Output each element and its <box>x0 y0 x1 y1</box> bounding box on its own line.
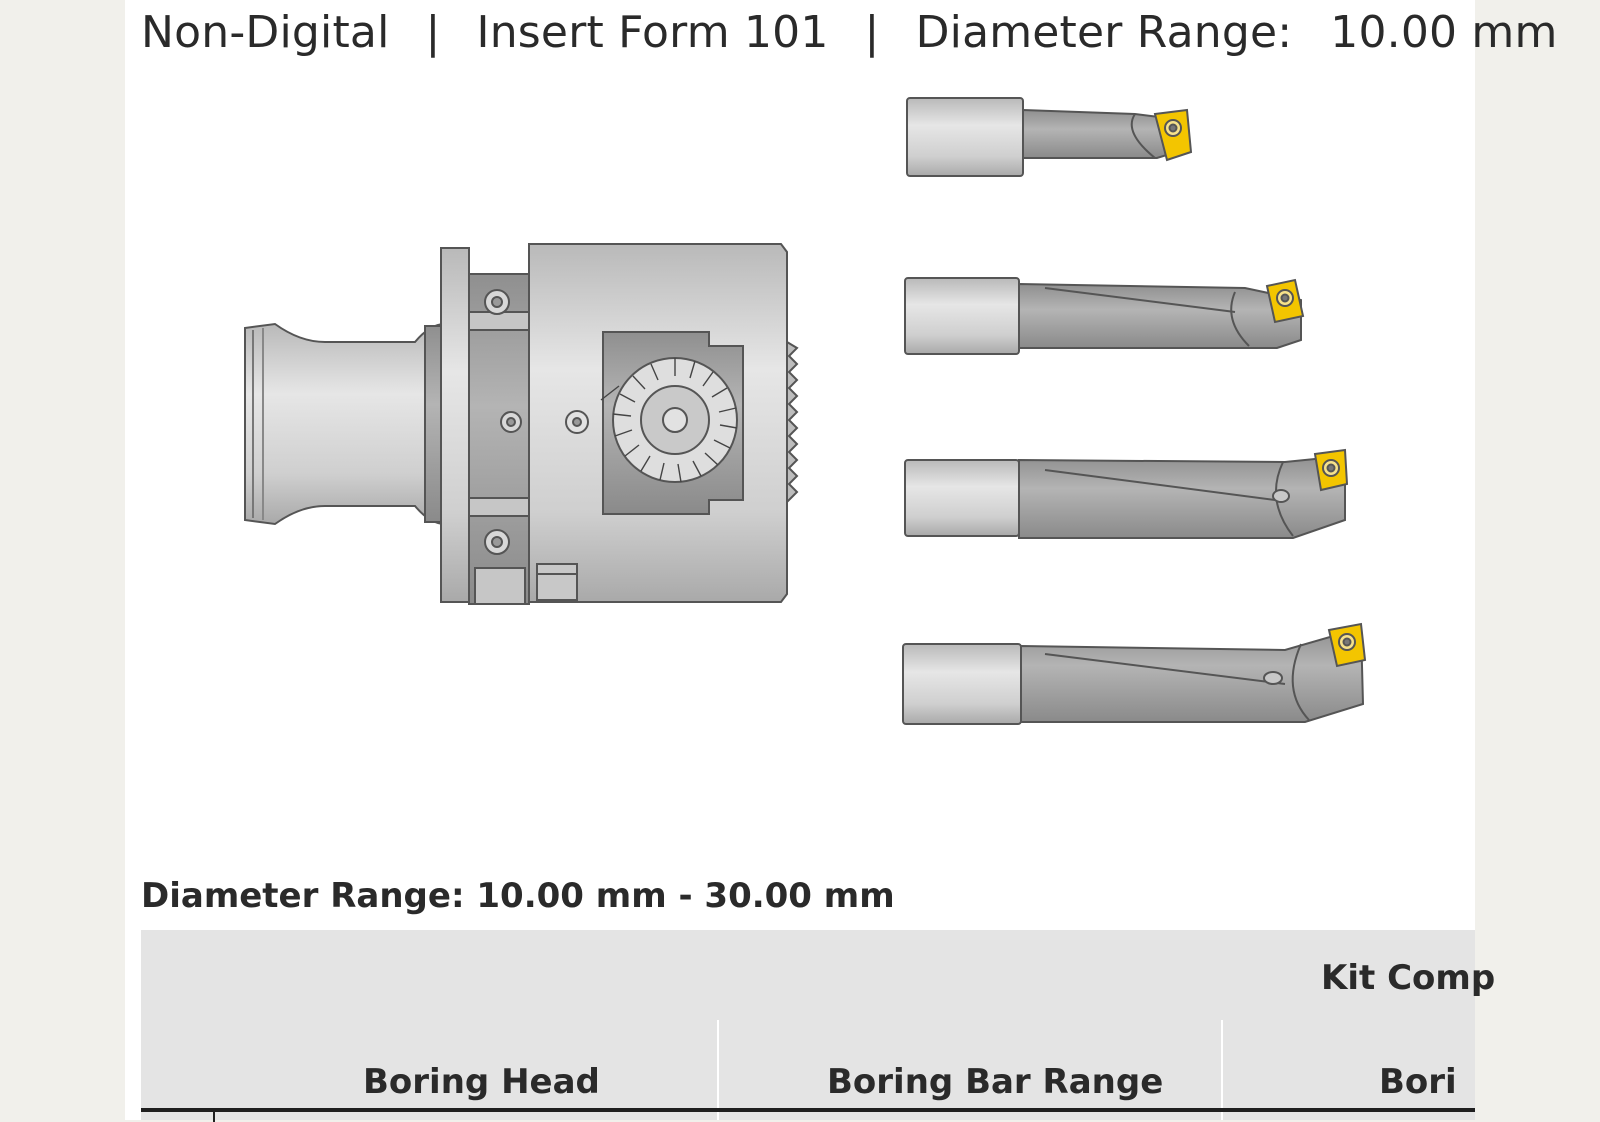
header-diameter-label: Diameter Range: <box>915 6 1293 58</box>
header-insert-form: Insert Form 101 <box>476 6 829 58</box>
boring-bar-icon <box>902 622 1367 725</box>
header-line: Non-Digital | Insert Form 101 | Diameter… <box>141 4 1558 60</box>
boring-bar-icon <box>904 277 1305 355</box>
column-divider <box>717 1020 719 1120</box>
header-separator: | <box>425 6 441 58</box>
boring-bar-icon <box>904 448 1349 539</box>
table-column-stub <box>213 1112 215 1122</box>
kit-components-header: Kit Comp <box>1321 958 1496 998</box>
column-header-boring-bar-range: Boring Bar Range <box>827 1062 1164 1102</box>
boring-kit-illustration <box>244 97 1367 725</box>
column-header-boring-bar: Bori <box>1379 1062 1457 1102</box>
column-divider <box>1221 1020 1223 1120</box>
kit-components-table-header: Kit Comp Boring Head Boring Bar Range Bo… <box>141 930 1495 1122</box>
boring-bar-icon <box>906 97 1193 177</box>
header-diameter-value: 10.00 mm <box>1330 6 1558 58</box>
boring-head-icon <box>244 243 799 605</box>
header-type: Non-Digital <box>141 6 390 58</box>
diameter-range-heading: Diameter Range: 10.00 mm - 30.00 mm <box>141 876 895 916</box>
table-header-rule <box>141 1108 1475 1112</box>
header-separator: | <box>864 6 880 58</box>
column-header-boring-head: Boring Head <box>363 1062 600 1102</box>
catalog-page: Non-Digital | Insert Form 101 | Diameter… <box>125 0 1557 1122</box>
